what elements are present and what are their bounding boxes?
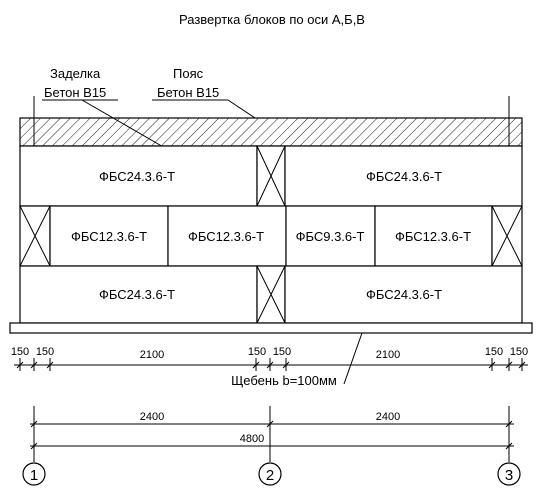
dimension-chain-blocks bbox=[14, 358, 528, 371]
dim-2400-right: 2400 bbox=[376, 411, 400, 423]
dim-150-e: 150 bbox=[485, 346, 503, 358]
block-bottom-left-label: ФБС24.3.6-Т bbox=[99, 287, 175, 302]
block-mid-3-label: ФБС9.3.6-Т bbox=[296, 229, 365, 244]
block-mid-4-label: ФБС12.3.6-Т bbox=[395, 229, 471, 244]
dim-2100-right: 2100 bbox=[376, 349, 400, 361]
dim-2100-left: 2100 bbox=[140, 349, 164, 361]
belt-label-line1: Пояс bbox=[173, 66, 204, 81]
axis-marker-3: 3 bbox=[497, 462, 521, 486]
axis-marker-2: 2 bbox=[258, 462, 282, 486]
embed-label-line2: Бетон В15 bbox=[44, 85, 106, 100]
dim-150-a: 150 bbox=[11, 346, 29, 358]
block-top-right-label: ФБС24.3.6-Т bbox=[366, 169, 442, 184]
axis-marker-1: 1 bbox=[22, 462, 46, 486]
gravel-leader bbox=[343, 332, 363, 385]
belt-label-line2: Бетон В15 bbox=[157, 85, 219, 100]
block-bottom-left bbox=[19, 265, 258, 324]
block-top-right bbox=[284, 145, 523, 207]
block-bottom-right-label: ФБС24.3.6-Т bbox=[366, 287, 442, 302]
axis-label-1: 1 bbox=[30, 467, 38, 484]
dim-150-f: 150 bbox=[510, 346, 528, 358]
concrete-belt bbox=[19, 117, 523, 147]
gravel-label: Щебень b=100мм bbox=[231, 373, 337, 388]
dim-150-b: 150 bbox=[36, 346, 54, 358]
embed-label-line1: Заделка bbox=[50, 66, 101, 81]
axis-label-2: 2 bbox=[266, 467, 274, 484]
block-top-left-label: ФБС24.3.6-Т bbox=[99, 169, 175, 184]
axis-label-3: 3 bbox=[505, 467, 513, 484]
block-bottom-right bbox=[284, 265, 523, 324]
dim-4800-total: 4800 bbox=[240, 433, 264, 445]
dimension-chain-axes bbox=[30, 420, 514, 450]
block-mid-3 bbox=[285, 205, 376, 267]
dim-150-d: 150 bbox=[273, 346, 291, 358]
block-mid-1 bbox=[49, 205, 169, 267]
gravel-base bbox=[9, 322, 533, 334]
drawing-title: Развертка блоков по оси А,Б,В bbox=[179, 12, 365, 27]
dim-150-c: 150 bbox=[248, 346, 266, 358]
block-mid-1-label: ФБС12.3.6-Т bbox=[71, 229, 147, 244]
dim-2400-left: 2400 bbox=[140, 411, 164, 423]
block-mid-2-label: ФБС12.3.6-Т bbox=[188, 229, 264, 244]
